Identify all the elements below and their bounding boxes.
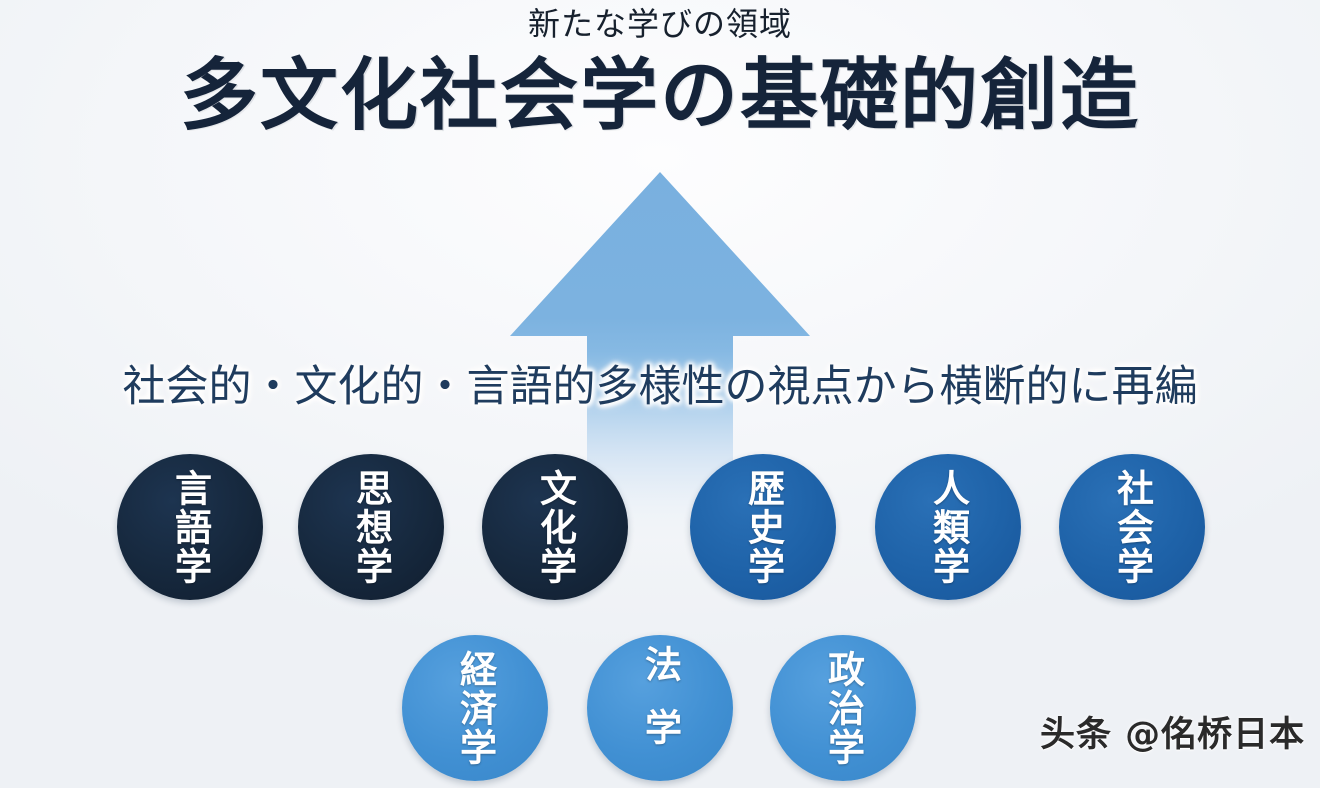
discipline-label: 法学 xyxy=(638,645,682,771)
discipline-label: 文化学 xyxy=(533,468,577,586)
discipline-label: 社会学 xyxy=(1110,468,1154,586)
discipline-circle-jinruigaku[interactable]: 人類学 xyxy=(875,454,1021,600)
discipline-circle-seijigaku[interactable]: 政治学 xyxy=(770,635,916,781)
cross-cutting-description: 社会的・文化的・言語的多様性の視点から横断的に再編 xyxy=(122,362,1198,412)
discipline-circle-bunkagaku[interactable]: 文化学 xyxy=(482,454,628,600)
discipline-label: 歴史学 xyxy=(741,468,785,586)
discipline-circle-keizaigaku[interactable]: 経済学 xyxy=(402,635,548,781)
discipline-label: 人類学 xyxy=(926,468,970,586)
discipline-circle-rekishigaku[interactable]: 歴史学 xyxy=(690,454,836,600)
discipline-circle-gengogaku[interactable]: 言語学 xyxy=(117,454,263,600)
page-title: 多文化社会学の基礎的創造 xyxy=(179,51,1140,141)
discipline-label: 思想学 xyxy=(349,468,393,586)
subtitle-text: 新たな学びの領域 xyxy=(527,5,792,43)
discipline-label: 経済学 xyxy=(453,649,497,767)
discipline-circle-shisogaku[interactable]: 思想学 xyxy=(298,454,444,600)
discipline-label: 政治学 xyxy=(821,649,865,767)
upward-arrow xyxy=(505,168,815,558)
discipline-circle-hogaku[interactable]: 法学 xyxy=(587,635,733,781)
upward-arrow-icon xyxy=(510,172,810,554)
watermark: 头条 @佲桥日本 xyxy=(1040,715,1306,755)
discipline-label: 言語学 xyxy=(168,468,212,586)
discipline-circle-shakaigaku[interactable]: 社会学 xyxy=(1059,454,1205,600)
